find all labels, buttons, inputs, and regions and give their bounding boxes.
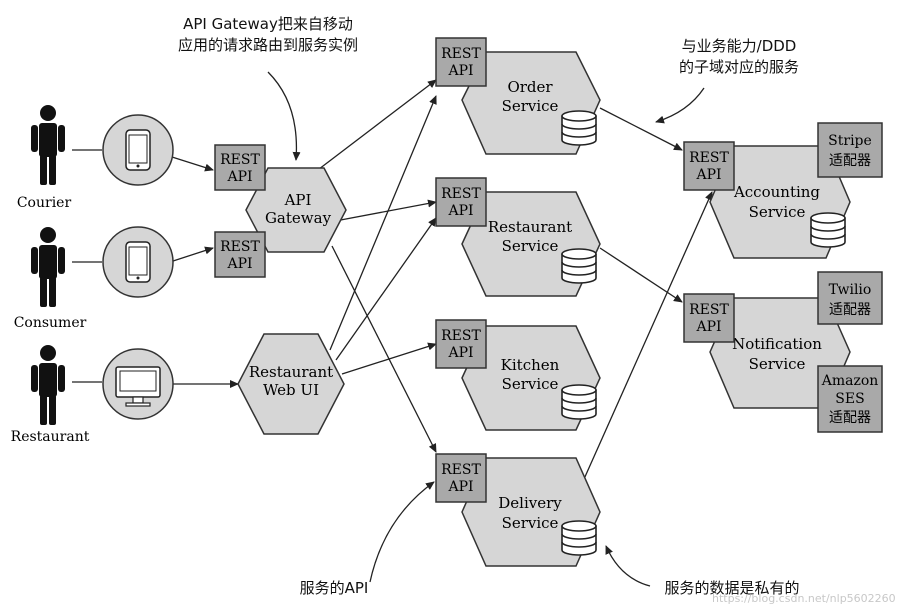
consumer-phone-to-gateway-arrow — [169, 246, 214, 263]
order-service-label-line2: Service — [502, 97, 559, 115]
notification-service: Notification Service REST API Twilio 适配器… — [683, 271, 883, 433]
delivery-service: Delivery Service REST API — [435, 453, 601, 567]
api-label: API — [447, 345, 473, 361]
api-label: API — [447, 63, 473, 79]
restaurant-label: Restaurant — [11, 429, 90, 445]
twilio-adapter-label-line2: 适配器 — [829, 302, 871, 318]
gateway-annotation-line1: API Gateway把来自移动 — [183, 15, 353, 33]
kitchen-database-icon — [561, 384, 597, 420]
rest-label: REST — [220, 239, 260, 255]
restaurant-service-label-line2: Service — [502, 237, 559, 255]
restaurant-web-ui: Restaurant Web UI — [237, 333, 345, 435]
restaurant-to-notification-arrow — [599, 247, 683, 303]
gateway-to-delivery-arrow — [331, 245, 437, 453]
api-label: API — [447, 479, 473, 495]
ses-adapter-label-line1: Amazon — [821, 373, 879, 389]
rest-label: REST — [220, 152, 260, 168]
notification-service-label-line1: Notification — [732, 335, 822, 353]
rest-label: REST — [441, 462, 481, 478]
restaurant-service-label-line1: Restaurant — [488, 218, 572, 236]
webui-to-kitchen-arrow — [341, 342, 437, 375]
courier-phone-icon — [102, 114, 174, 186]
gateway-note-pointer — [267, 71, 301, 161]
order-to-accounting-arrow — [599, 107, 683, 151]
api-label: API — [447, 203, 473, 219]
accounting-database-icon — [810, 212, 846, 248]
gateway-annotation: API Gateway把来自移动 应用的请求路由到服务实例 — [150, 14, 386, 56]
api-note-pointer — [369, 481, 435, 583]
api-gateway: API Gateway — [245, 167, 347, 253]
connectors — [72, 71, 713, 587]
restaurant-service: Restaurant Service REST API — [435, 177, 601, 297]
rest-label: REST — [441, 186, 481, 202]
api-label: API — [695, 167, 721, 183]
restaurant-person-icon — [31, 345, 65, 425]
watermark-text: https://blog.csdn.net/nlp5602260 — [712, 592, 896, 605]
api-gateway-label-line2: Gateway — [265, 209, 332, 227]
courier-label: Courier — [17, 195, 72, 211]
api-label: API — [695, 319, 721, 335]
api-gateway-label-line1: API — [284, 191, 312, 209]
delivery-service-label-line1: Delivery — [498, 494, 562, 512]
ddd-annotation-line1: 与业务能力/DDD — [681, 37, 797, 55]
gateway-to-order-arrow — [301, 79, 437, 183]
ses-adapter-label-line2: SES — [835, 391, 864, 407]
accounting-service-label-line2: Service — [749, 203, 806, 221]
kitchen-service-label-line2: Service — [502, 375, 559, 393]
consumer-person-icon — [31, 227, 65, 307]
restaurant-monitor-icon — [102, 348, 174, 420]
stripe-adapter-label-line2: 适配器 — [829, 153, 871, 169]
rest-label: REST — [441, 328, 481, 344]
consumer-label: Consumer — [14, 315, 87, 331]
rest-label: REST — [441, 46, 481, 62]
delivery-service-label-line2: Service — [502, 514, 559, 532]
stripe-adapter-label-line1: Stripe — [828, 133, 872, 149]
ses-adapter-label-line3: 适配器 — [829, 410, 871, 426]
data-note-pointer — [605, 545, 651, 587]
accounting-service: Accounting Service REST API Stripe 适配器 — [683, 122, 883, 259]
courier-person-icon — [31, 105, 65, 185]
delivery-database-icon — [561, 520, 597, 556]
twilio-adapter-label-line1: Twilio — [829, 282, 872, 298]
webui-to-restaurant-service-arrow — [335, 217, 437, 361]
rest-label: REST — [689, 302, 729, 318]
gateway-rest-api-bottom: REST API — [214, 231, 266, 278]
rest-label: REST — [689, 150, 729, 166]
consumer-phone-icon — [102, 226, 174, 298]
order-service: Order Service REST API — [435, 37, 601, 155]
webui-to-order-arrow — [329, 95, 437, 351]
delivery-to-accounting-arrow — [579, 191, 713, 489]
restaurant-database-icon — [561, 248, 597, 284]
kitchen-service-label-line1: Kitchen — [501, 356, 560, 374]
accounting-service-label-line1: Accounting — [733, 183, 820, 201]
ddd-annotation-line2: 的子域对应的服务 — [678, 58, 799, 76]
gateway-rest-api-top: REST API — [214, 144, 266, 191]
courier-phone-to-gateway-arrow — [171, 156, 214, 172]
notification-service-label-line2: Service — [749, 355, 806, 373]
api-annotation: 服务的API — [299, 579, 369, 597]
api-label: API — [226, 256, 252, 272]
ddd-note-pointer — [655, 87, 705, 124]
gateway-to-restaurant-service-arrow — [329, 199, 437, 223]
kitchen-service: Kitchen Service REST API — [435, 319, 601, 431]
order-service-label-line1: Order — [507, 78, 553, 96]
gateway-annotation-line2: 应用的请求路由到服务实例 — [177, 36, 358, 54]
order-database-icon — [561, 110, 597, 146]
web-ui-label-line2: Web UI — [263, 381, 319, 399]
api-label: API — [226, 169, 252, 185]
data-private-annotation: 服务的数据是私有的 — [664, 579, 800, 597]
ddd-annotation: 与业务能力/DDD 的子域对应的服务 — [664, 36, 814, 78]
web-ui-label-line1: Restaurant — [249, 363, 333, 381]
